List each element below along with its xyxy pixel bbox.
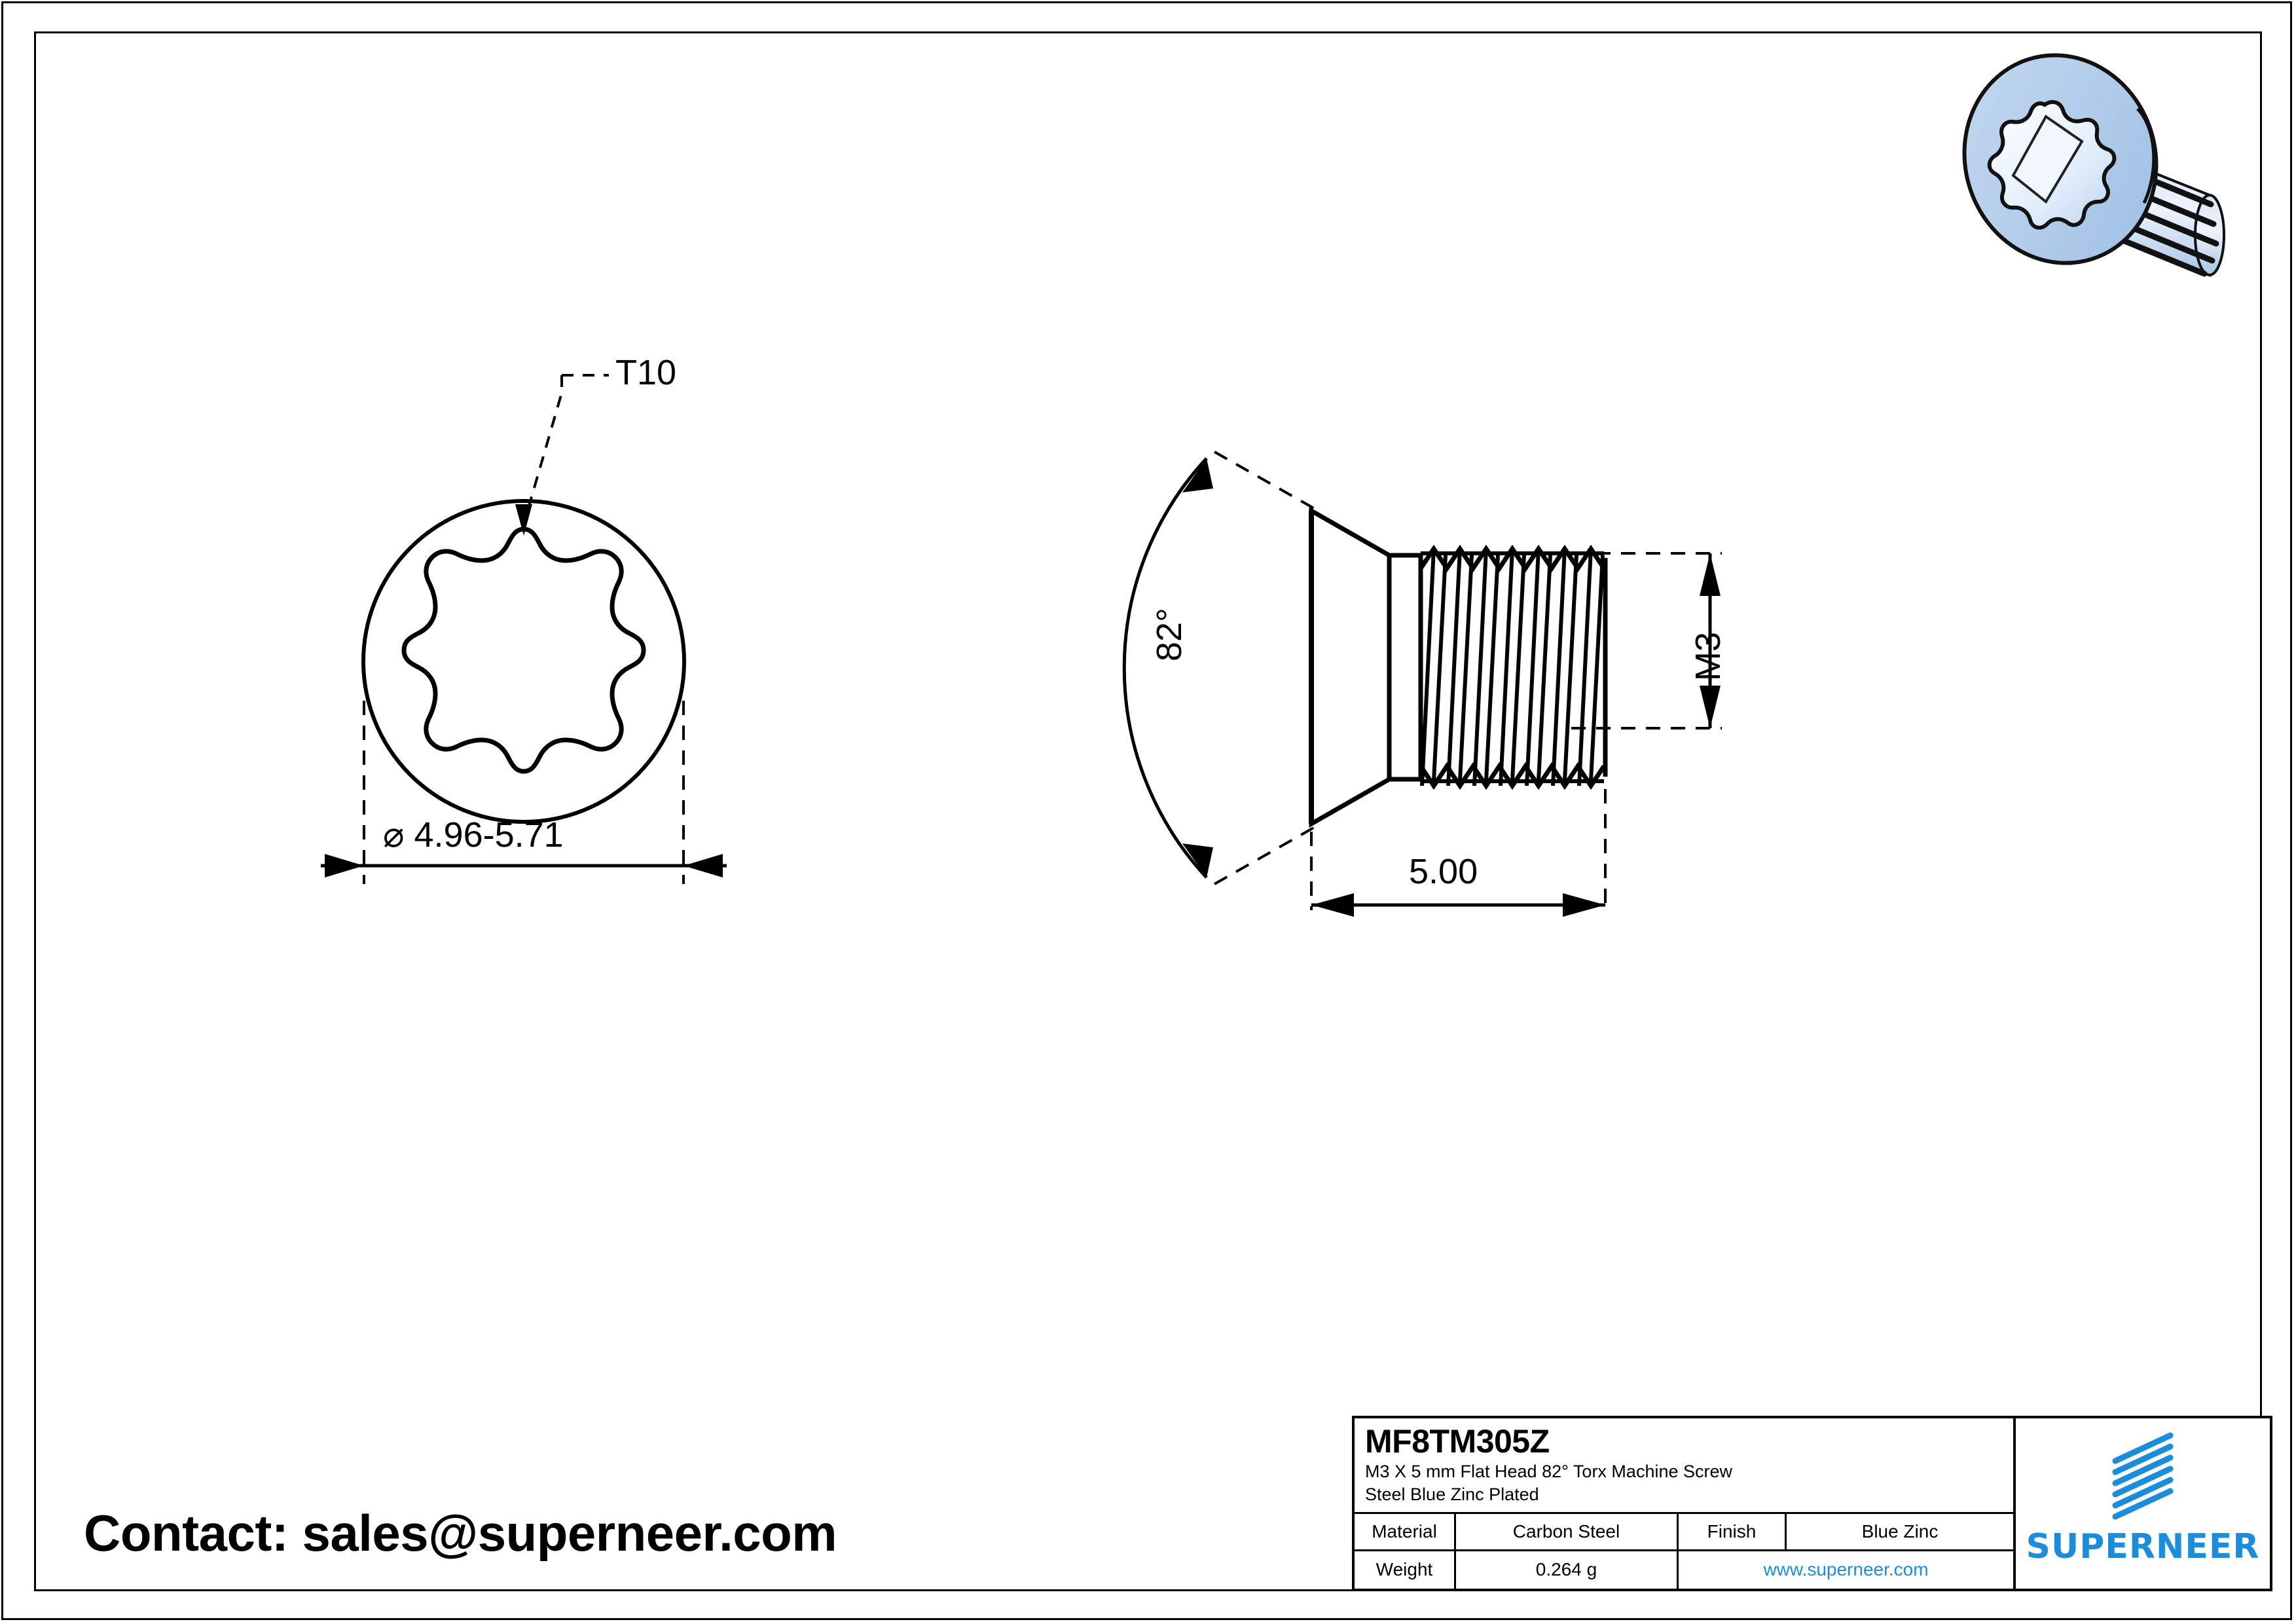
diameter-dimension-text: ⌀ 4.96-5.71 bbox=[383, 815, 564, 855]
description-line-1: M3 X 5 mm Flat Head 82° Torx Machine Scr… bbox=[1365, 1462, 1733, 1481]
contact-line: Contact: sales@superneer.com bbox=[84, 1504, 837, 1562]
head-angle-label: 82° bbox=[1150, 608, 1189, 661]
screw-3d-render bbox=[1962, 53, 2225, 277]
thread-size-label: M3 bbox=[1688, 631, 1728, 681]
t10-drive-callout: T10 bbox=[615, 353, 677, 392]
website-link[interactable]: www.superneer.com bbox=[1763, 1559, 1929, 1580]
brand-panel: SUPERNEER bbox=[2016, 1418, 2270, 1589]
part-number: MF8TM305Z bbox=[1365, 1423, 1550, 1460]
finish-label: Finish bbox=[1679, 1513, 1787, 1549]
material-label: Material bbox=[1355, 1513, 1456, 1549]
finish-value: Blue Zinc bbox=[1861, 1521, 1939, 1541]
weight-label: Weight bbox=[1355, 1551, 1456, 1589]
render-torx-recess bbox=[1987, 100, 2117, 230]
title-block-left: MF8TM305Z M3 X 5 mm Flat Head 82° Torx M… bbox=[1355, 1418, 2016, 1589]
title-block: MF8TM305Z M3 X 5 mm Flat Head 82° Torx M… bbox=[1352, 1416, 2272, 1591]
description-line-2: Steel Blue Zinc Plated bbox=[1365, 1485, 1539, 1504]
weight-value: 0.264 g bbox=[1456, 1551, 1679, 1589]
superneer-logo-icon bbox=[2112, 1432, 2174, 1520]
material-value: Carbon Steel bbox=[1456, 1513, 1679, 1549]
weight-url-row: Weight 0.264 g www.superneer.com bbox=[1355, 1551, 2013, 1589]
drawing-frame bbox=[34, 31, 2262, 1591]
length-dimension-text: 5.00 bbox=[1409, 852, 1478, 891]
title-block-description: MF8TM305Z M3 X 5 mm Flat Head 82° Torx M… bbox=[1355, 1418, 2013, 1514]
material-finish-row: Material Carbon Steel Finish Blue Zinc bbox=[1355, 1513, 2013, 1551]
brand-wordmark: SUPERNEER bbox=[2026, 1527, 2260, 1566]
